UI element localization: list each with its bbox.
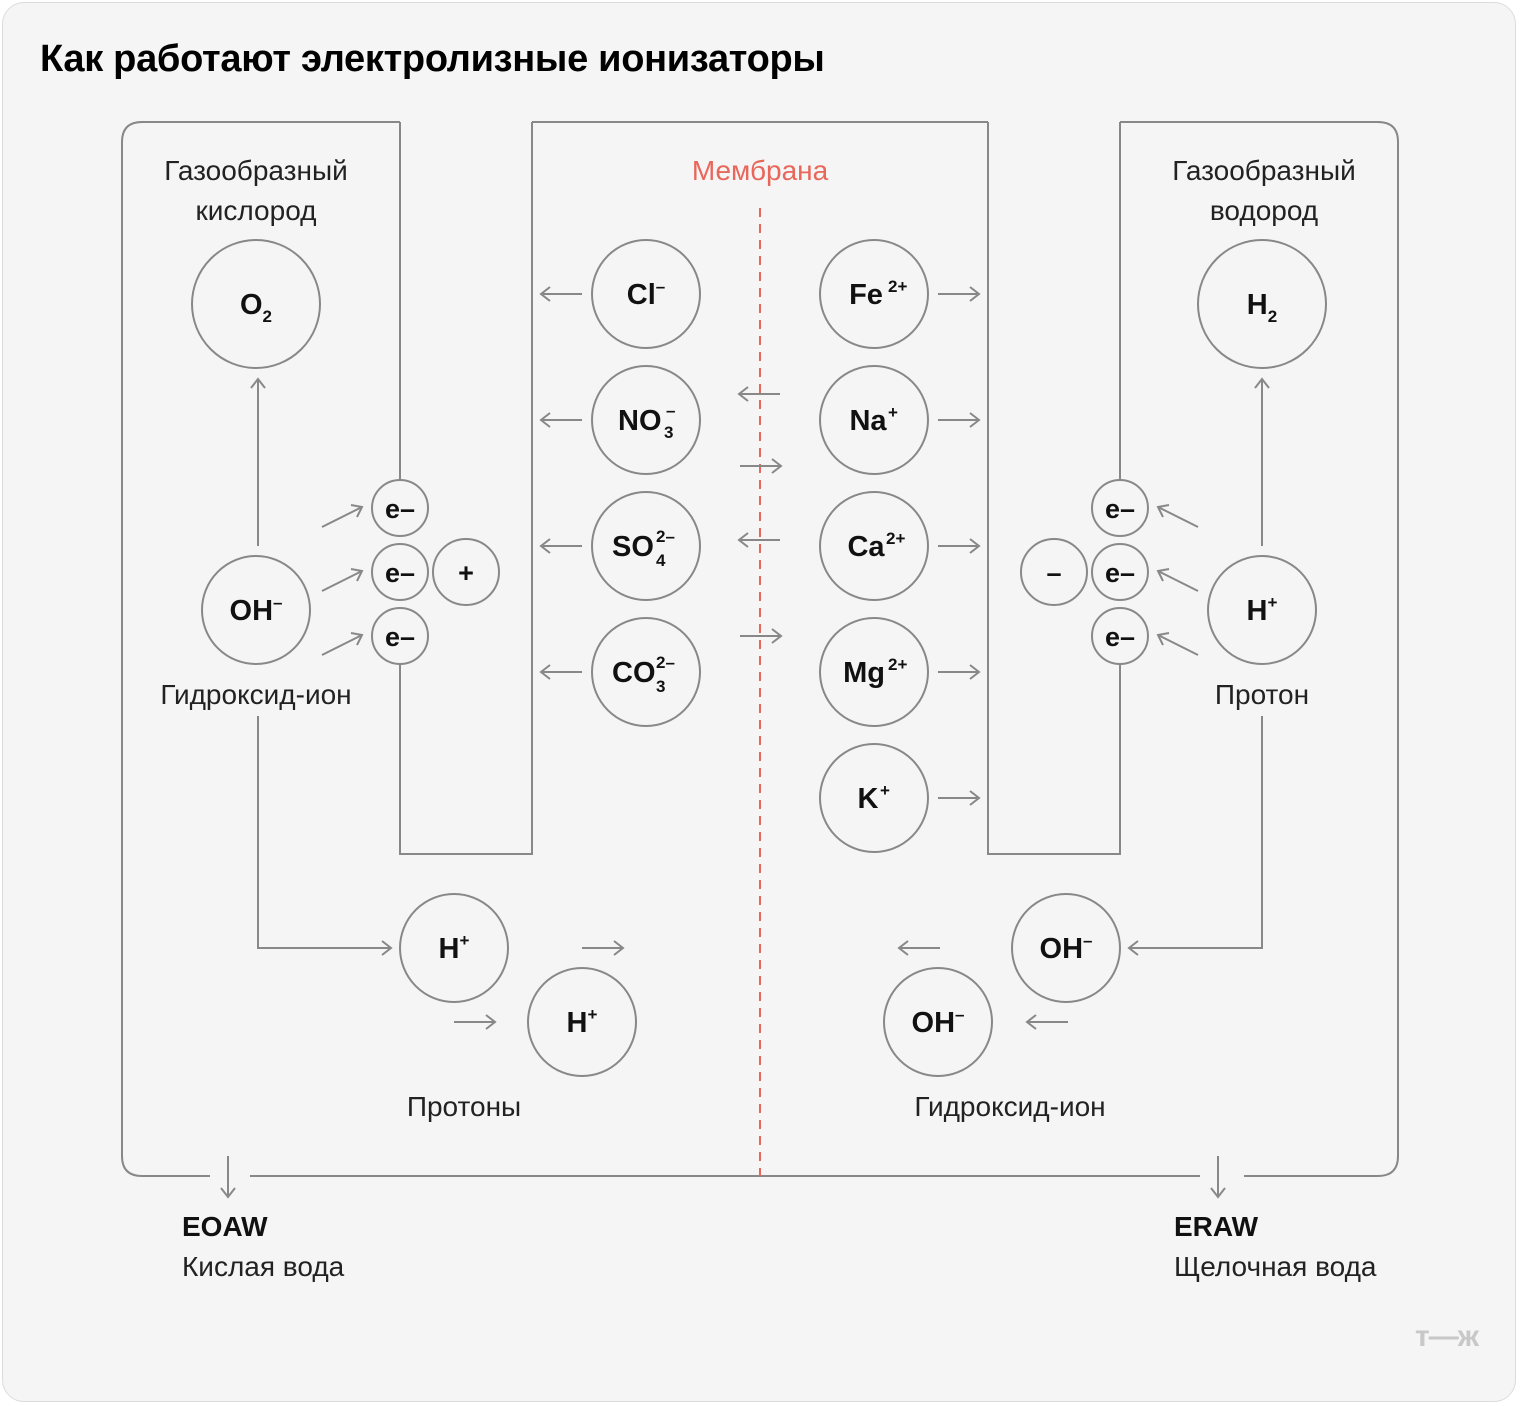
protons-label: Протоны	[407, 1091, 521, 1122]
svg-text:2–: 2–	[656, 527, 675, 546]
arrow-h-to-hydroxide	[1127, 716, 1263, 956]
svg-text:Na: Na	[849, 405, 887, 437]
svg-text:–: –	[666, 401, 675, 420]
anion-so4: SO 4 2–	[539, 491, 701, 601]
hydroxide-bottom-label: Гидроксид-ион	[914, 1091, 1105, 1122]
svg-text:NO: NO	[618, 405, 662, 437]
svg-text:2+: 2+	[888, 277, 907, 296]
oxygen-gas-label-line2: кислород	[196, 195, 317, 226]
anode-sign: +	[458, 558, 474, 588]
cation-na: Na +	[819, 365, 981, 475]
svg-text:H+: H+	[439, 931, 470, 965]
arrows-hydroxide	[897, 940, 1068, 1030]
hydroxide-ion-left: OH–	[201, 555, 311, 665]
svg-text:H+: H+	[1247, 593, 1278, 627]
svg-text:e–: e–	[385, 494, 415, 524]
anion-no3: NO 3 –	[539, 365, 701, 475]
svg-text:2–: 2–	[656, 653, 675, 672]
svg-text:+: +	[888, 403, 898, 422]
alkaline-water-outlet	[1210, 1156, 1226, 1199]
anode-electrons: e– e– e– +	[371, 479, 500, 665]
hydrogen-gas-label-line2: водород	[1210, 195, 1318, 226]
cation-k: K +	[819, 743, 981, 853]
anion-cl: Cl–	[539, 239, 701, 349]
svg-text:Cl–: Cl–	[627, 277, 665, 311]
eraw-code: ERAW	[1174, 1211, 1259, 1242]
arrow-h-to-h2	[1254, 377, 1270, 546]
arrow-oh-to-protons	[257, 716, 393, 956]
hydroxide-ion-label: Гидроксид-ион	[160, 679, 351, 710]
svg-text:H2: H2	[1247, 289, 1277, 326]
svg-text:K: K	[858, 783, 879, 815]
svg-text:Ca: Ca	[847, 531, 885, 563]
page-title: Как работают электролизные ионизаторы	[40, 38, 825, 80]
alkaline-water-label: Щелочная вода	[1174, 1251, 1377, 1282]
oxygen-gas-label-line1: Газообразный	[164, 155, 347, 186]
svg-text:4: 4	[656, 551, 666, 570]
acid-water-outlet	[220, 1156, 236, 1199]
proton-right: H+	[1207, 555, 1317, 665]
hydroxide-bottom-1: OH–	[1011, 893, 1121, 1003]
svg-text:OH–: OH–	[912, 1005, 965, 1039]
svg-text:Fe: Fe	[849, 279, 883, 311]
acid-water-label: Кислая вода	[182, 1251, 345, 1282]
svg-text:H+: H+	[567, 1005, 598, 1039]
svg-text:SO: SO	[612, 531, 654, 563]
proton-label: Протон	[1215, 679, 1309, 710]
svg-text:e–: e–	[1105, 494, 1135, 524]
membrane-crossing-arrows	[737, 386, 783, 644]
svg-text:CO: CO	[612, 657, 656, 689]
svg-text:Mg: Mg	[843, 657, 885, 689]
svg-text:3: 3	[664, 423, 673, 442]
arrows-h-to-electrons	[1156, 504, 1199, 656]
svg-text:3: 3	[656, 677, 665, 696]
cation-fe: Fe 2+	[819, 239, 981, 349]
cathode-electrons: e– e– e– –	[1020, 479, 1149, 665]
svg-text:O2: O2	[240, 289, 272, 326]
hydroxide-bottom-2: OH–	[883, 967, 993, 1077]
proton-bottom-1: H+	[399, 893, 509, 1003]
vessel-outline	[121, 121, 1399, 1177]
svg-text:e–: e–	[385, 558, 415, 588]
hydrogen-gas-label-line1: Газообразный	[1172, 155, 1355, 186]
svg-text:e–: e–	[1105, 558, 1135, 588]
svg-text:2+: 2+	[888, 655, 907, 674]
arrow-oh-to-o2	[250, 377, 266, 546]
hydrogen-molecule: H2	[1197, 239, 1327, 369]
cathode-sign: –	[1046, 558, 1061, 588]
anion-co3: CO 3 2–	[539, 617, 701, 727]
arrows-oh-to-electrons	[321, 504, 364, 656]
membrane-label: Мембрана	[692, 155, 829, 186]
eoaw-code: EOAW	[182, 1211, 268, 1242]
svg-text:OH–: OH–	[1040, 931, 1093, 965]
svg-text:2+: 2+	[886, 529, 905, 548]
cation-ca: Ca 2+	[819, 491, 981, 601]
anode-electrode	[399, 122, 533, 855]
cathode-electrode	[987, 122, 1121, 855]
svg-text:OH–: OH–	[230, 593, 283, 627]
svg-text:e–: e–	[385, 622, 415, 652]
svg-text:+: +	[880, 781, 890, 800]
cation-mg: Mg 2+	[819, 617, 981, 727]
brand-logo: т—ж	[1415, 1320, 1480, 1353]
oxygen-molecule: O2	[191, 239, 321, 369]
arrows-protons	[454, 940, 625, 1030]
proton-bottom-2: H+	[527, 967, 637, 1077]
svg-text:e–: e–	[1105, 622, 1135, 652]
